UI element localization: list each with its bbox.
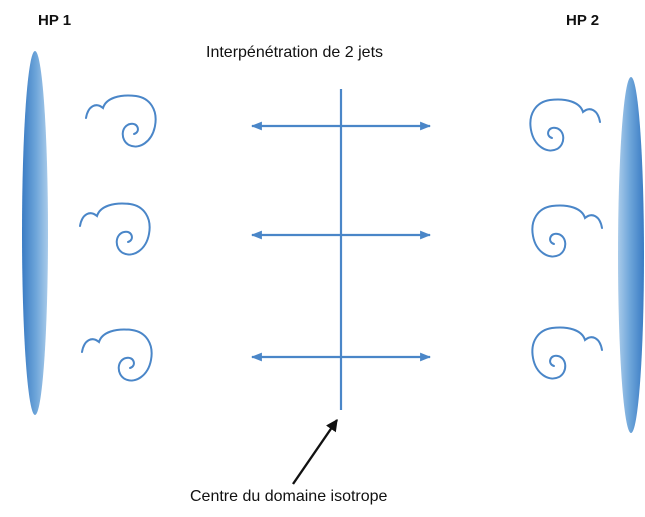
hp2-label: HP 2 <box>566 12 600 29</box>
eddy-left <box>81 328 153 382</box>
eddy-left <box>79 202 151 256</box>
plate-hp2 <box>618 77 644 433</box>
eddy-right <box>529 98 601 152</box>
eddy-right <box>531 204 603 258</box>
plate-hp1 <box>22 51 48 415</box>
pointer-arrow <box>292 419 338 485</box>
center-label: Centre du domaine isotrope <box>190 488 388 505</box>
eddy-left <box>85 94 157 148</box>
eddy-right <box>531 326 603 380</box>
hp1-label: HP 1 <box>38 12 72 29</box>
diagram-title: Interpénétration de 2 jets <box>206 44 384 61</box>
